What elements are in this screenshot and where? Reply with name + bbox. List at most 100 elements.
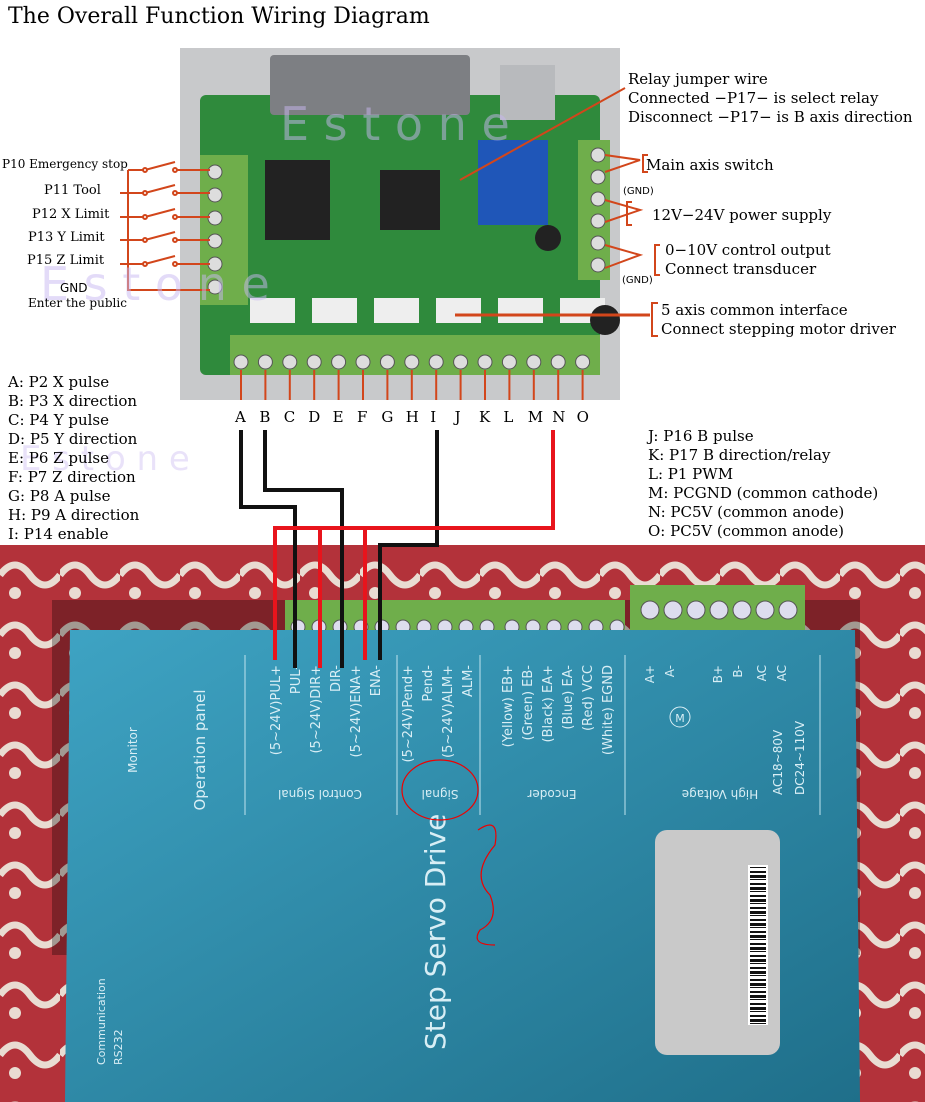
barcode-bar [750,923,766,926]
terminal-letter-n: N [552,408,566,426]
encoder-term: (Yellow) EB+ [501,665,516,747]
barcode-bar [750,931,766,933]
terminal-screw [207,164,223,180]
control-note-line: Connect transducer [665,260,817,278]
voltage-range-label: DC24~110V [793,720,807,795]
terminal-screw [755,600,775,620]
legend-item: C: P4 Y pulse [8,411,110,429]
high-voltage-term: B+ [711,665,725,683]
input-label-x-limit: P12 X Limit [32,207,110,222]
terminal-screw [732,600,752,620]
relay-note-line: Relay jumper wire [628,70,768,88]
terminal-screw [257,354,273,370]
terminal-screw [709,600,729,620]
input-label-gnd: GND [60,281,88,295]
barcode-bar [750,907,766,909]
encoder-term: (Black) EA+ [541,665,556,742]
barcode-bar [750,935,766,938]
output-terminal-block [578,140,610,280]
rs232-label: RS232 [112,1029,125,1065]
control-signal-term: (5~24V)PUL+ [269,665,284,755]
interface-note-line: 5 axis common interface [661,301,848,319]
terminal-screw [590,169,606,185]
brand-label: Step Servo Drive [419,814,452,1050]
legend-item: G: P8 A pulse [8,487,111,505]
signal-term: (5~24V)ALM+ [441,665,456,758]
main-axis-note: Main axis switch [646,156,774,174]
barcode-bar [750,1003,766,1005]
barcode-bar [750,971,766,974]
motor-label: M [675,712,685,725]
terminal-screw [331,354,347,370]
axis-port [498,298,543,323]
barcode-bar [750,1015,766,1017]
watermark: E s t o n e [40,257,270,311]
encoder-term: (Green) EB- [521,665,536,741]
terminal-letter-i: I [430,408,437,426]
barcode-bar [750,951,766,952]
input-label-common: Enter the public [28,296,127,310]
barcode-bar [750,1007,766,1010]
barcode-bar [750,979,766,981]
terminal-screw [453,354,469,370]
terminal-screw [428,354,444,370]
watermark: E s t o n e [20,439,190,479]
barcode-bar [750,927,766,928]
terminal-screw [590,257,606,273]
relay [478,140,548,225]
monitor-label: Monitor [126,727,140,773]
terminal-screw [575,354,591,370]
barcode-bar [750,1023,766,1024]
barcode-bar [750,983,766,986]
barcode-bar [750,975,766,976]
legend-item: A: P2 X pulse [8,373,110,391]
barcode-bar [750,963,766,964]
barcode-bar [750,887,766,890]
diagram-title: The Overall Function Wiring Diagram [8,4,430,29]
input-label-tool: P11 Tool [44,183,101,198]
signal-term: Pend- [421,665,436,702]
signal-term: ALM- [461,665,476,697]
barcode-bar [750,991,766,993]
high-voltage-term: B- [731,665,745,678]
encoder-term: (Red) VCC [581,665,596,731]
terminal-letter-j: J [454,408,461,426]
terminal-screw [686,600,706,620]
relay-note-line: Disconnect −P17− is B axis direction [628,108,913,126]
barcode-bar [750,883,766,885]
legend-item: D: P5 Y direction [8,430,138,448]
encoder-term: (Blue) EA- [561,665,576,730]
capacitor [535,225,561,251]
encoder-label: Encoder [527,787,576,801]
watermark: E s t o n e [280,97,510,151]
barcode-bar [750,999,766,1000]
control-signal-label: Control Signal [278,787,362,801]
terminal-screw [306,354,322,370]
axis-port [436,298,481,323]
barcode-bar [750,895,766,897]
terminal-letter-k: K [479,408,491,426]
axis-port [374,298,419,323]
high-voltage-term: AC [775,665,789,681]
barcode-bar [750,867,766,868]
terminal-screw [477,354,493,370]
barcode-bar [750,919,766,921]
terminal-letter-m: M [527,408,544,426]
control-signal-term: PUL- [289,665,304,694]
ic-chip [380,170,440,230]
gnd-label-bottom: (GND) [622,275,653,286]
terminal-screw [207,279,223,295]
barcode-bar [750,903,766,904]
barcode-bar [750,943,766,945]
control-signal-term: DIR- [329,665,344,692]
capacitor [590,305,620,335]
terminal-letter-g: G [381,408,394,426]
relay-note-line: Connected −P17− is select relay [628,89,879,107]
axis-port [250,298,295,323]
terminal-screw [778,600,798,620]
legend-item: H: P9 A direction [8,506,140,524]
barcode-bar [750,1011,766,1012]
